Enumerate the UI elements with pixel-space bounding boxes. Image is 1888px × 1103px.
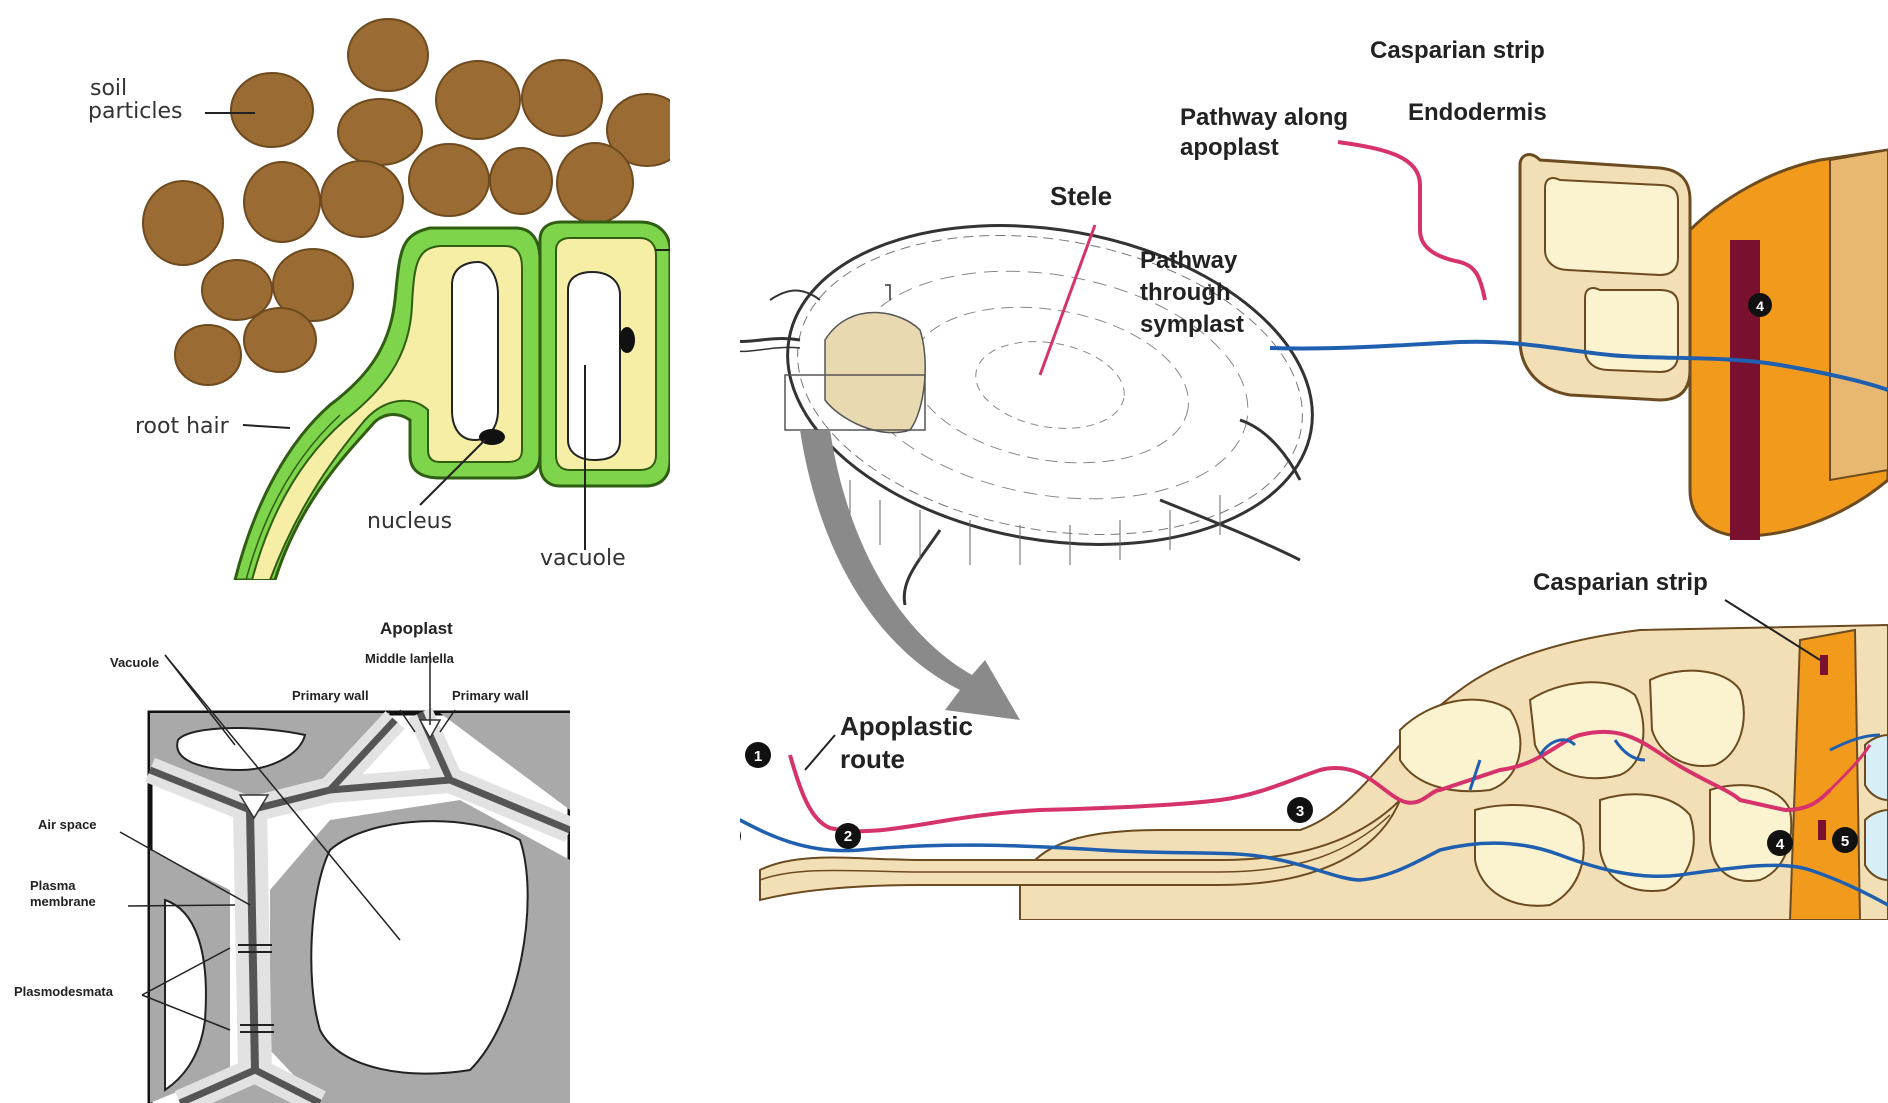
marker-5-label: 5 xyxy=(1841,833,1849,850)
label-casparian-top: Casparian strip xyxy=(1370,37,1545,64)
label-apoplast: Apoplast xyxy=(380,619,453,638)
marker-2-label: 2 xyxy=(844,828,852,845)
root-hair-svg: soil particles root hair nucleus vacuole xyxy=(0,0,670,580)
label-middle-lamella: Middle lamella xyxy=(365,651,455,666)
label-vacuole: vacuole xyxy=(540,546,626,571)
label-plasma: Plasma xyxy=(30,878,76,893)
label-route: route xyxy=(840,744,905,774)
label-casparian-bottom: Casparian strip xyxy=(1533,569,1708,596)
root-hair-diagram: soil particles root hair nucleus vacuole xyxy=(0,0,670,580)
label-plasmodesmata: Plasmodesmata xyxy=(14,984,114,999)
label-nucleus: nucleus xyxy=(367,509,452,534)
label-root-hair: root hair xyxy=(135,414,230,439)
apoplast-svg: Apoplast Middle lamella Vacuole Primary … xyxy=(0,600,570,1103)
casparian-band-top xyxy=(1730,240,1760,540)
label-vacuole: Vacuole xyxy=(110,655,159,670)
marker-4-bottom-label: 4 xyxy=(1776,836,1785,853)
label-primary-wall-left: Primary wall xyxy=(292,688,369,703)
label-air-space: Air space xyxy=(38,817,97,832)
label-endodermis: Endodermis xyxy=(1408,99,1547,126)
label-apoplastic: Apoplastic xyxy=(840,711,973,741)
marker-3-label: 3 xyxy=(1296,803,1304,820)
root-pathways-svg: Stele 4 Casparian strip Pathway along ap… xyxy=(740,0,1888,920)
label-membrane: membrane xyxy=(30,894,96,909)
root-pathways-diagram: Stele 4 Casparian strip Pathway along ap… xyxy=(740,0,1888,920)
marker-4-top-label: 4 xyxy=(1756,298,1764,314)
label-particles: particles xyxy=(88,99,182,124)
endodermis-block xyxy=(1520,150,1888,540)
label-stele: Stele xyxy=(1050,181,1112,211)
label-pathway-symplast-2: through xyxy=(1140,279,1231,306)
label-pathway-symplast-1: Pathway xyxy=(1140,247,1238,274)
label-pathway-apoplast-1: Pathway along xyxy=(1180,104,1348,131)
label-soil: soil xyxy=(90,76,127,101)
marker-1-label: 1 xyxy=(754,748,762,765)
apoplast-path-top xyxy=(1338,142,1485,300)
marker-2: 2 xyxy=(835,823,861,849)
apoplast-diagram: Apoplast Middle lamella Vacuole Primary … xyxy=(0,600,570,1103)
root-cross-section xyxy=(740,186,1338,605)
label-pathway-apoplast-2: apoplast xyxy=(1180,134,1279,161)
label-pathway-symplast-3: symplast xyxy=(1140,311,1244,338)
label-primary-wall-right: Primary wall xyxy=(452,688,529,703)
